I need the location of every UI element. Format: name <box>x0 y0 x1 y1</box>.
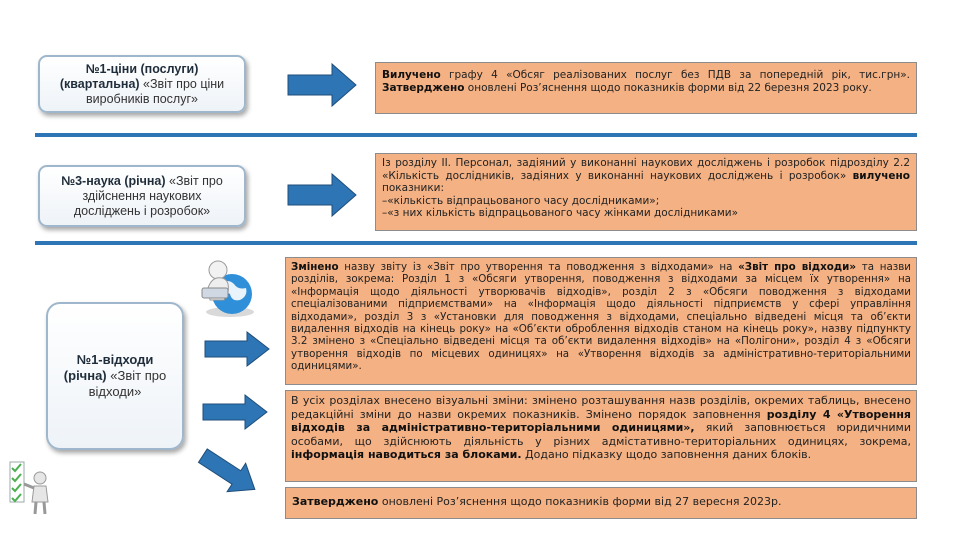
checklist-person-icon <box>9 461 49 515</box>
right-arrow-icon <box>202 393 268 431</box>
waste-approval-changes: Затверджено оновлені Роз’яснення щодо по… <box>285 487 917 519</box>
removed-indicator-item: –«кількість відпрацьованого часу дослідн… <box>382 194 660 207</box>
waste-visual-changes: В усіх розділах внесено візуальні зміни:… <box>285 390 917 482</box>
section-divider <box>35 241 917 245</box>
right-arrow-icon <box>287 172 357 218</box>
form-1-waste-card: №1-відходи (річна) «Звіт про відходи» <box>46 302 184 450</box>
waste-renaming-changes: Змінено назву звіту із «Звіт про утворен… <box>285 257 917 385</box>
removed-indicator-item: –«з них кількість відпрацьованого часу ж… <box>382 207 738 219</box>
right-arrow-icon <box>204 330 270 368</box>
globe-person-icon <box>201 260 254 317</box>
form-1-prices-card: №1-ціни (послуги) (квартальна) «Звіт про… <box>38 55 246 113</box>
form-3-science-title: №3-наука (річна) «Звіт про здійснення на… <box>61 173 223 218</box>
form-1-waste-title: №1-відходи (річна) «Звіт про відходи» <box>63 352 167 399</box>
form-3-science-changes: Із розділу ІІ. Персонал, задіяний у вико… <box>375 153 917 231</box>
right-arrow-icon <box>197 448 256 493</box>
form-1-prices-title: №1-ціни (послуги) (квартальна) «Звіт про… <box>59 61 225 106</box>
right-arrow-icon <box>287 62 357 108</box>
form-3-science-card: №3-наука (річна) «Звіт про здійснення на… <box>38 165 246 227</box>
form-1-prices-changes: Вилучено графу 4 «Обсяг реалізованих пос… <box>375 62 917 114</box>
section-divider <box>35 133 917 137</box>
